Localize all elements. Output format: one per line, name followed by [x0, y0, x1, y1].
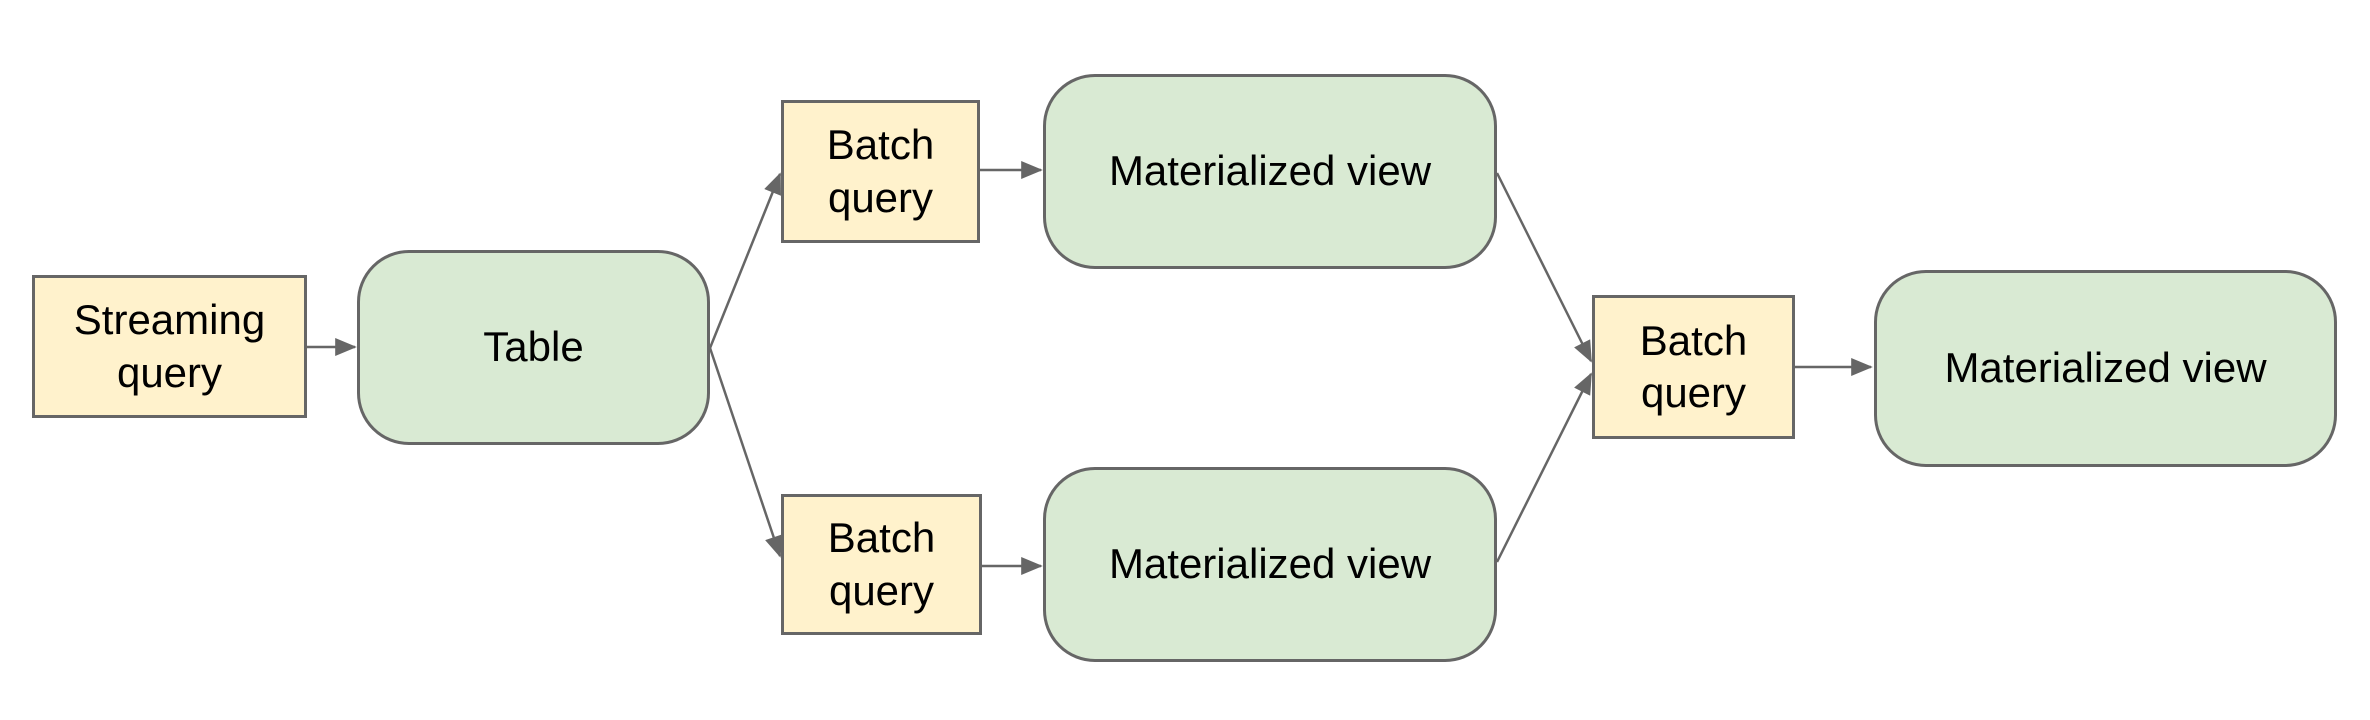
- node-materialized-view-final[interactable]: Materialized view: [1874, 270, 2337, 467]
- node-batch-query-top-label: Batch query: [826, 121, 935, 221]
- node-batch-query-bottom[interactable]: Batch query: [781, 494, 982, 635]
- node-table[interactable]: Table: [357, 250, 710, 445]
- node-materialized-view-final-label: Materialized view: [1944, 344, 2267, 392]
- node-materialized-view-bottom[interactable]: Materialized view: [1043, 467, 1497, 662]
- edge-materialized-view-top-to-batch-query-final[interactable]: [1495, 172, 1593, 363]
- node-streaming-query[interactable]: Streaming query: [32, 275, 307, 418]
- edge-table-to-batch-query-top[interactable]: [708, 172, 782, 349]
- node-batch-query-top[interactable]: Batch query: [781, 100, 980, 243]
- node-materialized-view-bottom-label: Materialized view: [1108, 540, 1432, 588]
- node-table-label: Table: [483, 323, 584, 371]
- node-batch-query-bottom-label: Batch query: [827, 514, 936, 614]
- node-streaming-query-label: Streaming query: [73, 296, 266, 396]
- node-materialized-view-top-label: Materialized view: [1108, 147, 1432, 195]
- edge-table-to-batch-query-bottom[interactable]: [708, 347, 783, 558]
- node-materialized-view-top[interactable]: Materialized view: [1043, 74, 1497, 269]
- edge-materialized-view-bottom-to-batch-query-final[interactable]: [1495, 372, 1593, 563]
- node-batch-query-final-label: Batch query: [1639, 316, 1748, 416]
- node-batch-query-final[interactable]: Batch query: [1592, 295, 1795, 439]
